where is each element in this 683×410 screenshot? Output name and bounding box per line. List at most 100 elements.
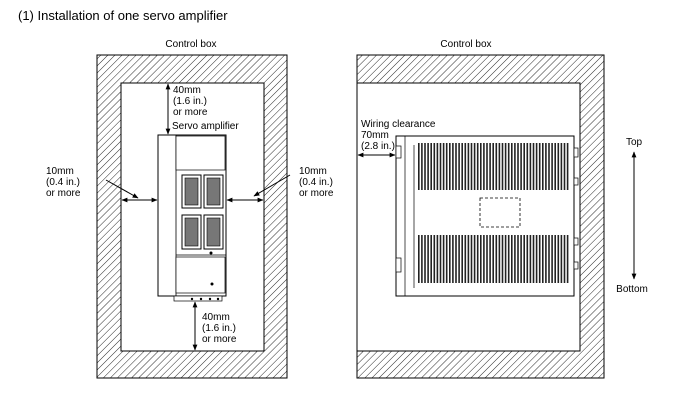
front-connector-upper (181, 174, 224, 209)
vent-slot (427, 143, 429, 190)
vent-slot (461, 235, 463, 283)
vent-slot (507, 235, 510, 283)
vent-slot (480, 143, 482, 190)
vent-slot (439, 143, 442, 190)
vent-slot (535, 235, 538, 283)
vent-slot (566, 143, 569, 190)
vent-slot (492, 235, 494, 283)
bottom-clearance-label: 40mm (1.6 in.) or more (202, 312, 239, 345)
vent-slot (566, 235, 569, 283)
vent-slot (464, 235, 467, 283)
vent-slot (427, 235, 429, 283)
vent-slot (526, 143, 529, 190)
vent-slot (470, 143, 473, 190)
vent-slot (557, 235, 560, 283)
vent-slot (538, 143, 541, 190)
front-connector-lower (181, 214, 224, 250)
vent-slot (517, 235, 519, 283)
vent-slot (523, 143, 525, 190)
vent-slot (501, 235, 504, 283)
side-vents-lower (418, 235, 569, 283)
vent-slot (548, 235, 550, 283)
vent-slot (492, 143, 494, 190)
vent-slot (436, 143, 439, 190)
vent-slot (467, 143, 470, 190)
vent-slot (563, 143, 566, 190)
vent-slot (514, 143, 516, 190)
front-control-box (96, 54, 288, 379)
vent-slot (498, 235, 501, 283)
vent-slot (551, 235, 553, 283)
vent-slot (535, 143, 538, 190)
vent-slot (473, 143, 476, 190)
vent-slot (548, 143, 550, 190)
vent-slot (557, 143, 560, 190)
vent-slot (433, 143, 436, 190)
vent-slot (529, 143, 532, 190)
right-clearance-label: 10mm (0.4 in.) or more (299, 166, 336, 199)
vent-slot (430, 143, 432, 190)
side-label-area (479, 197, 521, 228)
vent-slot (514, 235, 516, 283)
vent-slot (526, 235, 529, 283)
front-box-label: Control box (165, 39, 216, 50)
vent-slot (554, 235, 556, 283)
vent-slot (495, 143, 498, 190)
top-clearance-label: 40mm (1.6 in.) or more (173, 85, 210, 118)
servo-amplifier-front (157, 134, 227, 302)
vent-slot (449, 143, 451, 190)
vent-slot (489, 235, 491, 283)
vent-slot (424, 143, 426, 190)
vent-slot (554, 143, 556, 190)
vent-slot (461, 143, 463, 190)
vent-slot (458, 235, 460, 283)
vent-slot (489, 143, 491, 190)
vent-slot (520, 235, 522, 283)
vent-slot (529, 235, 532, 283)
vent-slot (542, 143, 544, 190)
vent-slot (430, 235, 432, 283)
vent-slot (517, 143, 519, 190)
vent-slot (476, 143, 479, 190)
vent-slot (551, 143, 553, 190)
vent-slot (458, 143, 460, 190)
side-box-label: Control box (440, 39, 491, 50)
vent-slot (442, 235, 445, 283)
vent-slot (504, 235, 507, 283)
vent-slot (495, 235, 498, 283)
vent-slot (542, 235, 544, 283)
servo-amplifier-label: Servo amplifier (172, 121, 239, 132)
vent-slot (486, 143, 488, 190)
vent-slot (455, 235, 457, 283)
vent-slot (483, 235, 485, 283)
vent-slot (498, 143, 501, 190)
vent-slot (545, 143, 547, 190)
vent-slot (467, 235, 470, 283)
vent-slot (560, 143, 563, 190)
vent-slot (473, 235, 476, 283)
vent-slot (455, 143, 457, 190)
vent-slot (511, 235, 513, 283)
vent-slot (532, 235, 535, 283)
vent-slot (520, 143, 522, 190)
wiring-clearance-label: Wiring clearance 70mm (2.8 in.) (361, 119, 438, 152)
side-vents-upper (418, 143, 569, 190)
vent-slot (421, 235, 423, 283)
vent-slot (523, 235, 525, 283)
orientation-bottom-label: Bottom (616, 284, 648, 295)
vent-slot (560, 235, 563, 283)
vent-slot (421, 143, 423, 190)
vent-slot (442, 143, 445, 190)
vent-slot (504, 143, 507, 190)
vent-slot (480, 235, 482, 283)
vent-slot (486, 235, 488, 283)
vent-slot (545, 235, 547, 283)
vent-slot (436, 235, 439, 283)
vent-slot (507, 143, 510, 190)
left-clearance-leader (105, 179, 139, 199)
vent-slot (452, 235, 454, 283)
vent-slot (563, 235, 566, 283)
vent-slot (532, 143, 535, 190)
servo-amplifier-side (395, 135, 579, 297)
